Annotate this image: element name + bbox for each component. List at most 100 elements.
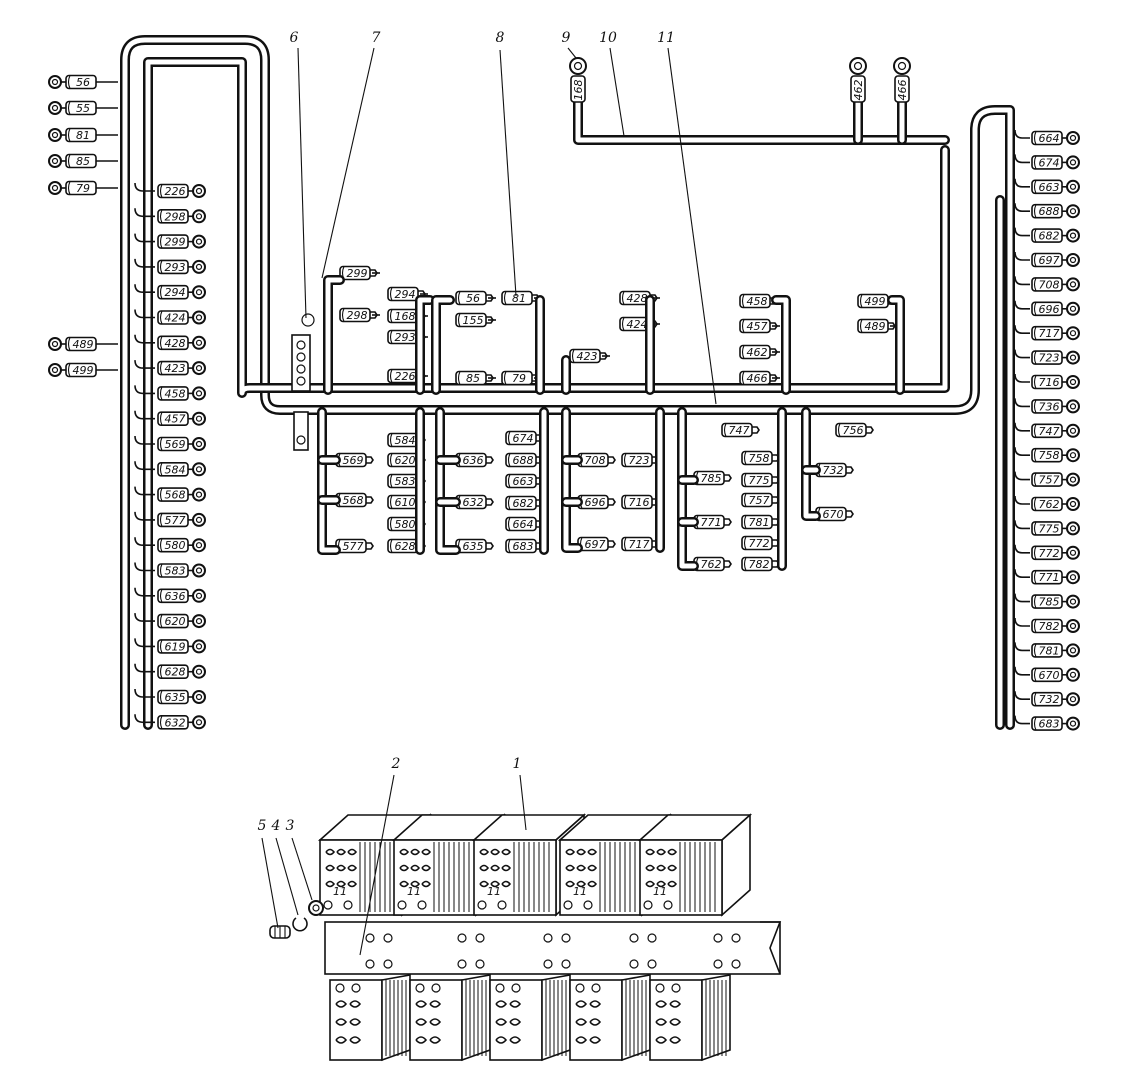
connector-block-bottom-4 <box>569 974 651 1062</box>
wire-tag-label: 458 <box>165 387 186 400</box>
wire-tag-label: 670 <box>823 508 844 521</box>
wire-tag-label: 226 <box>165 185 186 198</box>
wire-tag-732: 732 <box>815 462 854 478</box>
connector-block-top-3: 11 <box>471 813 587 917</box>
wire-tag-620: 620 <box>387 452 426 468</box>
wire-tag-664: 664 <box>1031 130 1080 146</box>
wire-tag-747: 747 <box>721 422 760 438</box>
wire-tag-label: 499 <box>73 364 94 377</box>
ref-number-11: 11 <box>657 30 717 405</box>
wire-tag-label: 771 <box>701 516 722 529</box>
plate-hole <box>731 933 741 943</box>
wire-tag-label: 569 <box>343 454 364 467</box>
wire-tag-635: 635 <box>455 538 494 554</box>
wire-tag-label: 568 <box>343 494 364 507</box>
wire-tag-79: 79 <box>48 180 97 196</box>
wire-tag-428: 428 <box>157 335 206 351</box>
wire-tag-label: 732 <box>1039 693 1060 706</box>
mount-bracket <box>291 313 315 451</box>
ref-number-label: 3 <box>286 818 295 834</box>
wire-tag-label: 682 <box>513 497 534 510</box>
wire-tag-299: 299 <box>157 234 206 249</box>
wire-tag-781: 781 <box>1031 643 1080 658</box>
wire-tag-580: 580 <box>387 516 426 532</box>
wire-tag-label: 423 <box>577 350 598 363</box>
wire-tag-632: 632 <box>455 494 494 510</box>
wire-tag-label: 682 <box>1039 230 1060 243</box>
wire-tag-label: 635 <box>463 540 484 553</box>
wire-tag-663: 663 <box>505 473 544 489</box>
wire-tag-688: 688 <box>1031 203 1080 219</box>
plate-hole <box>629 933 639 943</box>
wire-tag-584: 584 <box>157 461 206 477</box>
wire-tag-583: 583 <box>157 563 206 578</box>
wire-tag-723: 723 <box>621 452 660 468</box>
wire-tag-785: 785 <box>1031 594 1080 609</box>
wire-tag-716: 716 <box>621 494 660 510</box>
ref-number-3: 3 <box>286 818 313 901</box>
wire-tag-583: 583 <box>387 473 426 489</box>
wire-tag-489: 489 <box>857 318 896 334</box>
wire-tag-424: 424 <box>157 310 206 325</box>
wire-tag-label: 499 <box>865 295 886 308</box>
wire-tag-label: 664 <box>513 518 534 531</box>
plate-hole <box>475 933 485 943</box>
wire-tag-489: 489 <box>48 336 97 352</box>
block-mark: 11 <box>573 885 587 898</box>
wire-tag-vertical-466: 466 <box>893 57 911 103</box>
plate-hole <box>731 959 741 969</box>
wire-tag-664: 664 <box>505 516 544 532</box>
wire-tag-label: 583 <box>395 475 416 488</box>
wire-tag-label: 732 <box>823 464 844 477</box>
wire-tag-label: 747 <box>729 424 750 437</box>
wire-tag-label: 466 <box>896 80 909 101</box>
wire-tag-label: 226 <box>395 370 416 383</box>
wire-tag-label: 775 <box>749 474 770 487</box>
wire-tag-label: 619 <box>165 640 186 653</box>
wire-tag-757: 757 <box>1031 472 1080 487</box>
wire-tag-label: 584 <box>395 434 416 447</box>
ref-number-label: 7 <box>372 30 381 46</box>
wire-tag-423: 423 <box>157 360 206 376</box>
wire-tag-782: 782 <box>741 556 780 572</box>
wire-tag-label: 697 <box>1039 254 1060 267</box>
wire-tag-label: 716 <box>629 496 650 509</box>
wire-tag-label: 423 <box>165 362 186 375</box>
wire-tag-708: 708 <box>1031 277 1080 292</box>
wire-tag-label: 489 <box>865 320 886 333</box>
wire-tag-697: 697 <box>577 536 616 552</box>
upper-branch-group-5: 499 489 <box>857 293 898 334</box>
wire-tag-label: 424 <box>165 312 186 325</box>
wire-tag-label: 717 <box>1039 327 1060 340</box>
wire-tag-label: 168 <box>572 80 585 101</box>
ref-number-8: 8 <box>496 30 517 297</box>
plate-hole <box>475 959 485 969</box>
ref-number-label: 5 <box>258 818 267 834</box>
ref-number-2: 2 <box>359 756 401 956</box>
wire-tag-label: 785 <box>701 472 722 485</box>
block-mark: 11 <box>333 885 347 898</box>
ref-number-10: 10 <box>599 30 625 137</box>
wire-tag-85: 85 <box>455 370 494 386</box>
ref-number-label: 4 <box>271 818 281 834</box>
wire-tag-label: 56 <box>466 292 480 305</box>
wire-tag-717: 717 <box>621 536 660 552</box>
wire-tag-466: 466 <box>739 370 778 386</box>
wire-tag-label: 664 <box>1039 132 1060 145</box>
wire-tag-label: 462 <box>852 80 865 101</box>
wire-tag-label: 747 <box>1039 425 1060 438</box>
wire-tag-label: 55 <box>76 102 90 115</box>
wire-tag-610: 610 <box>387 494 426 510</box>
ref-number-9: 9 <box>562 30 577 59</box>
wire-tag-label: 81 <box>512 292 526 305</box>
connector-block-bottom-1 <box>329 974 411 1062</box>
plate-hole <box>713 959 723 969</box>
wire-tag-label: 757 <box>749 494 770 507</box>
wire-tag-462: 462 <box>739 344 778 360</box>
wire-tag-299: 299 <box>339 265 378 281</box>
wire-tag-label: 758 <box>1039 449 1060 462</box>
wire-tag-758: 758 <box>741 450 780 466</box>
wire-tag-775: 775 <box>741 472 780 488</box>
